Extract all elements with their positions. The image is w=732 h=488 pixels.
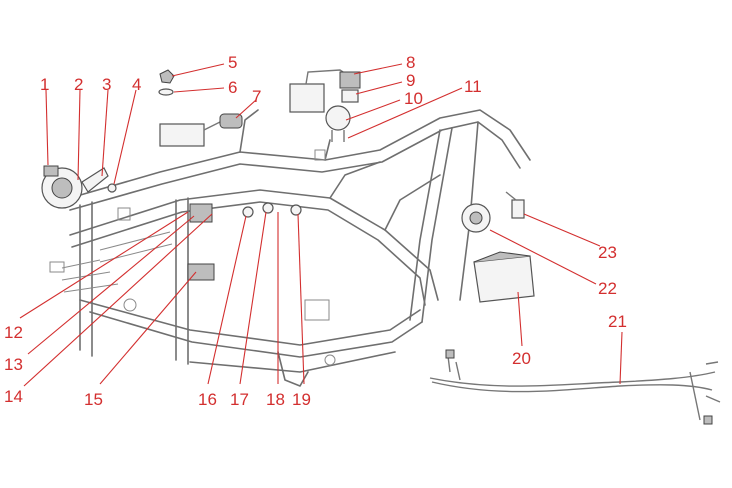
horn-bracket-part (81, 167, 109, 193)
callout-5: 5 (228, 53, 237, 72)
ignition-coil-part (159, 113, 243, 147)
callout-21: 21 (608, 312, 627, 331)
callout-7: 7 (252, 87, 261, 106)
horn-part (41, 165, 83, 209)
callout-8: 8 (406, 53, 415, 72)
callout-23: 23 (598, 243, 617, 262)
callout-13: 13 (4, 355, 23, 374)
wiring-harness-part (429, 349, 721, 425)
nut-part (159, 69, 175, 84)
relay-part (325, 105, 351, 142)
callout-labels: 1 2 3 4 5 6 7 8 9 10 11 12 13 14 15 16 1… (4, 53, 627, 409)
callout-10: 10 (404, 89, 423, 108)
callout-15: 15 (84, 390, 103, 409)
callout-18: 18 (266, 390, 285, 409)
callout-1: 1 (40, 75, 49, 94)
callout-17: 17 (230, 390, 249, 409)
callout-9: 9 (406, 71, 415, 90)
battery-part (473, 251, 535, 303)
callout-14: 14 (4, 387, 23, 406)
leader-lines (19, 63, 623, 387)
connector-part (339, 71, 361, 103)
callout-2: 2 (74, 75, 83, 94)
callout-16: 16 (198, 390, 217, 409)
callout-12: 12 (4, 323, 23, 342)
fuse-part (187, 263, 215, 281)
washer-part (158, 88, 174, 96)
callout-20: 20 (512, 349, 531, 368)
bolt-part (107, 183, 117, 193)
starter-relay-part (461, 203, 491, 233)
callout-3: 3 (102, 75, 111, 94)
sensor-part (505, 191, 525, 219)
rectifier-part (189, 203, 213, 223)
callout-11: 11 (464, 77, 482, 96)
callout-22: 22 (598, 279, 617, 298)
callout-19: 19 (292, 390, 311, 409)
callout-4: 4 (132, 75, 141, 94)
switch-part (242, 202, 302, 218)
callout-6: 6 (228, 78, 237, 97)
